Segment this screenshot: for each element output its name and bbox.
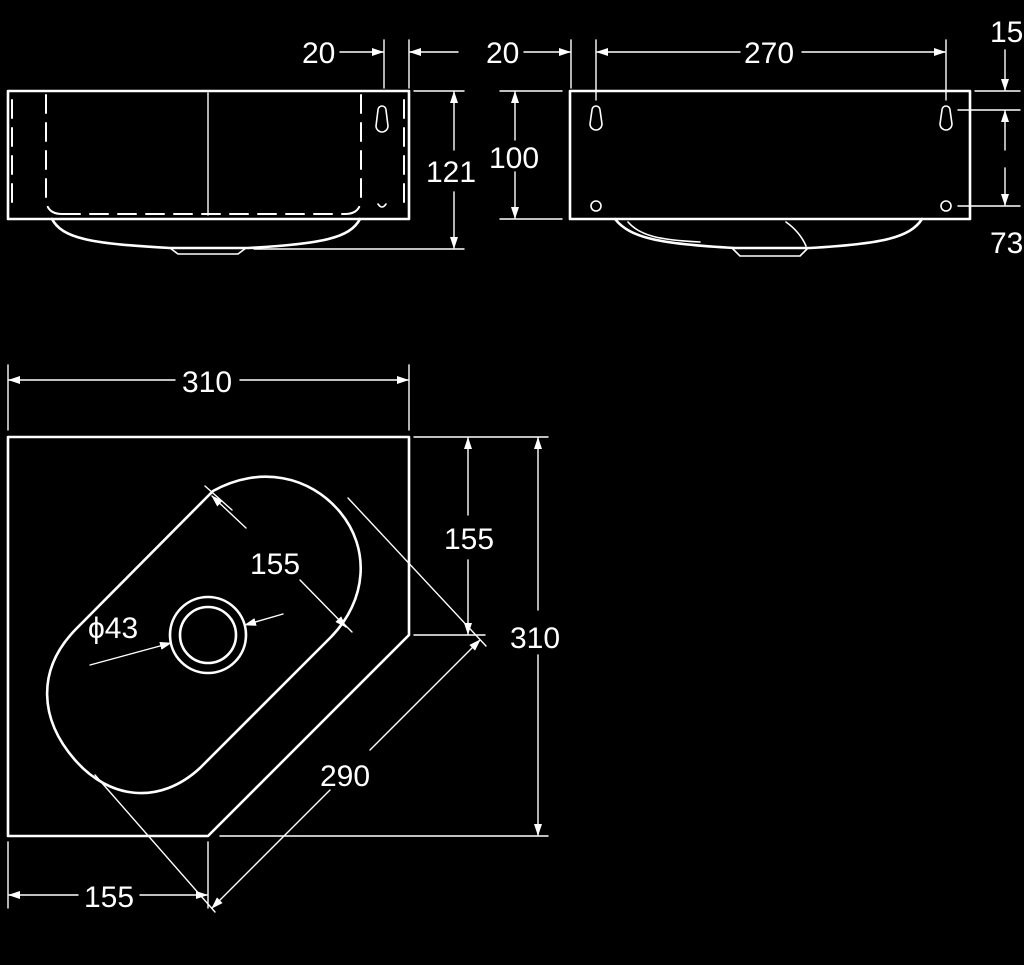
side-keyhole-left-icon [589,105,603,131]
front-outline [6,89,411,221]
side-inner-profile [627,221,701,243]
top-view [6,435,411,838]
drain-inner-ring [178,605,238,665]
side-dimensions: 20 270 100 15 73 [486,16,1023,260]
dim-front-left-offset: 20 [302,37,335,70]
side-basin-profile [613,217,924,250]
front-hook-icon [377,203,387,208]
dim-top-right-depth: 155 [444,523,494,556]
dim-front-edge: 290 [320,760,370,793]
front-basin-profile [50,217,362,250]
dim-side-hole-drop: 73 [990,227,1023,260]
dim-side-width: 270 [744,37,794,70]
side-keyhole-right-icon [939,105,953,131]
front-hidden-left [45,94,63,215]
side-hole-left [590,200,602,212]
side-drain [731,247,809,257]
dim-front-height: 121 [426,156,476,189]
dim-basin-width: 155 [250,548,300,581]
dim-drain-diameter: ϕ43 [88,612,138,645]
side-view [568,89,972,257]
drain-outer-ring [168,595,248,675]
dim-bottom-offset: 155 [84,881,134,914]
front-drain [169,247,247,255]
dim-side-left-offset: 20 [486,37,519,70]
dim-side-top-offset: 15 [990,16,1023,49]
front-keyhole-icon [375,105,389,133]
top-dimensions: 310 155 310 155 ϕ43 290 155 [7,364,560,914]
front-hidden-right [344,94,362,215]
side-hole-right [940,200,952,212]
dim-side-height: 100 [489,142,539,175]
side-drain-shadow [785,221,807,247]
front-dimensions: 20 121 [253,37,476,250]
top-outline [6,435,411,838]
dim-top-depth: 310 [510,622,560,655]
side-outline [568,89,972,221]
front-view [6,89,411,255]
dim-top-width: 310 [182,366,232,399]
basin-outline [45,475,362,795]
